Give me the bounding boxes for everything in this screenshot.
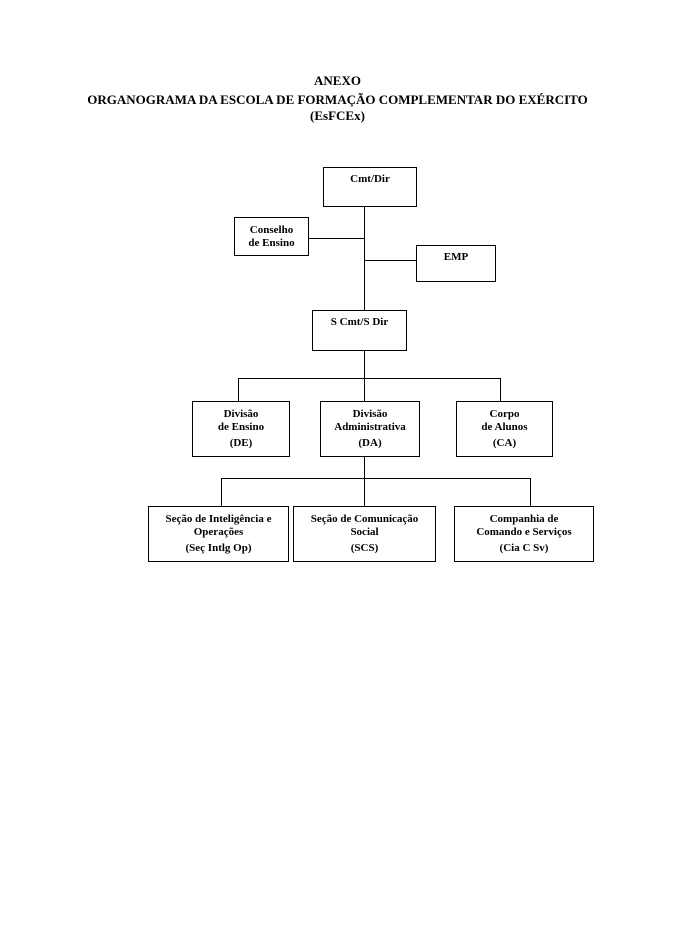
node-companhia-comando: Companhia de Comando e Serviços (Cia C S… (454, 506, 594, 562)
node-da-line1: Divisão (352, 408, 388, 420)
chart-subtitle: (EsFCEx) (310, 108, 365, 123)
node-emp: EMP (416, 245, 496, 282)
connector-scmt-down (364, 351, 365, 379)
node-divisao-ensino: Divisão de Ensino (DE) (192, 401, 290, 457)
node-ca-line2: de Alunos (481, 421, 528, 433)
node-secao-comunicacao: Seção de Comunicação Social (SCS) (293, 506, 436, 562)
node-conselho-ensino: Conselho de Ensino (234, 217, 309, 256)
node-sec-intlg-line2: Operações (193, 526, 244, 538)
connector-cmt-to-scmt (364, 206, 365, 311)
connector-ca (500, 378, 501, 401)
node-de-line2: de Ensino (217, 421, 265, 433)
node-s-cmt-s-dir: S Cmt/S Dir (312, 310, 407, 351)
connector-emp (364, 260, 417, 261)
connector-conselho (308, 238, 365, 239)
node-da-line3: (DA) (358, 437, 382, 449)
annex-title: ANEXO (314, 73, 361, 88)
connector-da (364, 378, 365, 401)
node-scs-line3: (SCS) (350, 542, 379, 554)
node-sec-intlg-line1: Seção de Inteligência e (165, 513, 272, 525)
node-cia-line3: (Cia C Sv) (499, 542, 549, 554)
node-scs-line2: Social (350, 526, 379, 538)
chart-title: ORGANOGRAMA DA ESCOLA DE FORMAÇÃO COMPLE… (87, 92, 588, 107)
node-cmt-dir: Cmt/Dir (323, 167, 417, 207)
node-s-cmt-label: S Cmt/S Dir (330, 316, 389, 328)
connector-de (238, 378, 239, 401)
node-cmt-dir-label: Cmt/Dir (350, 173, 390, 185)
connector-cia (530, 478, 531, 506)
node-emp-label: EMP (443, 251, 469, 263)
node-ca-line3: (CA) (492, 437, 517, 449)
node-sec-intlg-line3: (Seç Intlg Op) (185, 542, 252, 554)
node-cia-line2: Comando e Serviços (476, 526, 572, 538)
connector-sections-bar (221, 478, 531, 479)
node-corpo-alunos: Corpo de Alunos (CA) (456, 401, 553, 457)
node-scs-line1: Seção de Comunicação (310, 513, 419, 525)
node-divisao-administrativa: Divisão Administrativa (DA) (320, 401, 420, 457)
connector-sec-intlg (221, 478, 222, 506)
connector-divisions-bar (238, 378, 501, 379)
node-de-line1: Divisão (223, 408, 259, 420)
node-ca-line1: Corpo (489, 408, 520, 420)
connector-da-down (364, 456, 365, 506)
node-da-line2: Administrativa (334, 421, 406, 433)
node-conselho-line2: de Ensino (248, 236, 295, 249)
node-secao-inteligencia: Seção de Inteligência e Operações (Seç I… (148, 506, 289, 562)
node-de-line3: (DE) (229, 437, 253, 449)
node-conselho-line1: Conselho (249, 223, 294, 236)
node-cia-line1: Companhia de (489, 513, 559, 525)
